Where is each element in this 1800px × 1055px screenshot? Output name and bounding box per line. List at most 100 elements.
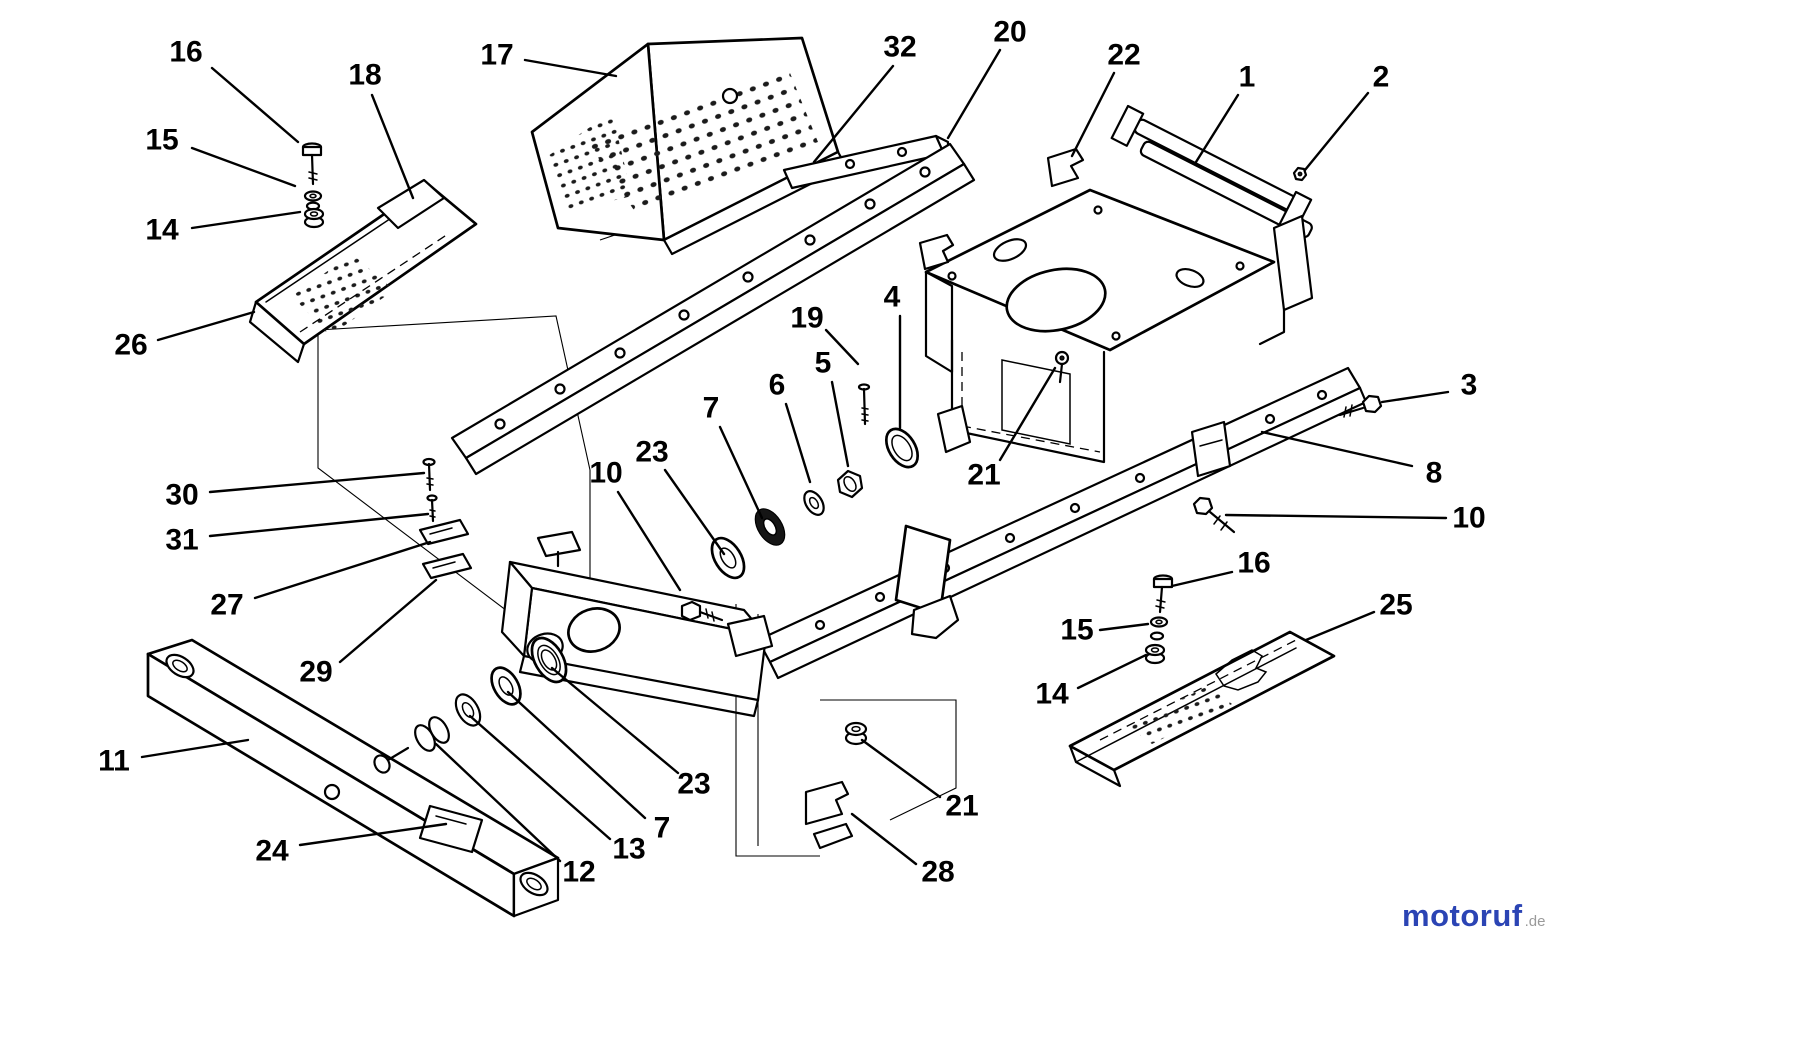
svg-text:23: 23 bbox=[677, 768, 710, 801]
svg-text:18: 18 bbox=[348, 59, 381, 92]
callout-19: 19 bbox=[790, 302, 860, 366]
svg-text:21: 21 bbox=[967, 459, 1000, 492]
callout-25: 25 bbox=[1304, 589, 1413, 642]
svg-text:15: 15 bbox=[1060, 614, 1093, 647]
callout-31: 31 bbox=[165, 512, 430, 557]
callout-24: 24 bbox=[255, 822, 448, 868]
lower-hardware bbox=[804, 721, 868, 850]
svg-text:6: 6 bbox=[769, 369, 786, 402]
front-axle-beam bbox=[146, 638, 560, 918]
callout-10: 10 bbox=[589, 457, 682, 592]
svg-text:4: 4 bbox=[884, 281, 901, 314]
roller-bar bbox=[1139, 140, 1313, 239]
svg-text:7: 7 bbox=[703, 392, 720, 425]
callout-26: 26 bbox=[114, 310, 256, 362]
bearing-stack-lower bbox=[373, 636, 568, 774]
svg-text:28: 28 bbox=[921, 856, 954, 889]
watermark-tld: .de bbox=[1524, 913, 1546, 930]
clip-bracket-22 bbox=[1046, 147, 1085, 188]
svg-text:23: 23 bbox=[635, 436, 668, 469]
bolt-3 bbox=[1361, 394, 1383, 414]
svg-text:3: 3 bbox=[1461, 369, 1478, 402]
watermark-brand[interactable]: motoruf bbox=[1402, 898, 1523, 933]
callout-6: 6 bbox=[769, 369, 812, 484]
callout-21: 21 bbox=[860, 738, 979, 823]
svg-text:32: 32 bbox=[883, 31, 916, 64]
left-side-rail bbox=[450, 142, 976, 476]
svg-text:13: 13 bbox=[612, 833, 645, 866]
svg-text:7: 7 bbox=[654, 812, 671, 845]
clip-brackets bbox=[418, 457, 473, 580]
rail-bracket bbox=[1190, 420, 1232, 478]
svg-text:8: 8 bbox=[1426, 457, 1443, 490]
bearing-stack-upper bbox=[710, 383, 920, 580]
hardware-set-left bbox=[301, 142, 325, 229]
clip-bracket bbox=[918, 233, 955, 271]
watermark-logo[interactable]: motoruf .de bbox=[1402, 898, 1545, 934]
hex-nut-5 bbox=[836, 469, 864, 499]
roller-bar bbox=[1133, 118, 1307, 217]
callout-27: 27 bbox=[210, 540, 432, 622]
svg-text:10: 10 bbox=[1452, 502, 1485, 535]
engine-mount-frame bbox=[918, 104, 1314, 464]
callout-5: 5 bbox=[815, 347, 850, 468]
end-bracket bbox=[726, 614, 774, 658]
callout-18: 18 bbox=[348, 59, 415, 200]
callout-14: 14 bbox=[1035, 653, 1148, 711]
callout-14: 14 bbox=[145, 210, 302, 247]
svg-text:29: 29 bbox=[299, 656, 332, 689]
svg-text:12: 12 bbox=[562, 856, 595, 889]
callout-29: 29 bbox=[299, 578, 438, 689]
callout-32: 32 bbox=[812, 31, 917, 164]
hardware-set-right bbox=[1144, 574, 1174, 665]
clip-29 bbox=[421, 552, 473, 580]
z-bracket-28b bbox=[812, 822, 854, 850]
svg-text:2: 2 bbox=[1373, 61, 1390, 94]
callout-12: 12 bbox=[434, 742, 596, 889]
svg-text:15: 15 bbox=[145, 124, 178, 157]
svg-text:14: 14 bbox=[145, 214, 179, 247]
callout-7: 7 bbox=[506, 690, 671, 845]
callout-4: 4 bbox=[884, 281, 902, 430]
small-bolt bbox=[680, 600, 702, 622]
callout-15: 15 bbox=[145, 124, 297, 188]
svg-text:26: 26 bbox=[114, 329, 147, 362]
clip-27 bbox=[418, 518, 470, 546]
callout-21: 21 bbox=[967, 366, 1057, 492]
svg-text:16: 16 bbox=[169, 36, 202, 69]
callout-22: 22 bbox=[1070, 39, 1141, 158]
callout-30: 30 bbox=[165, 471, 426, 512]
svg-text:19: 19 bbox=[790, 302, 823, 335]
callout-1: 1 bbox=[1194, 61, 1255, 164]
svg-text:30: 30 bbox=[165, 479, 198, 512]
callout-8: 8 bbox=[1260, 430, 1443, 490]
callout-7: 7 bbox=[703, 392, 764, 520]
side-panel-25 bbox=[1068, 630, 1336, 788]
dash-panel bbox=[248, 178, 478, 364]
callout-10: 10 bbox=[1224, 502, 1486, 535]
svg-text:27: 27 bbox=[210, 589, 243, 622]
callout-23: 23 bbox=[635, 436, 726, 556]
svg-text:25: 25 bbox=[1379, 589, 1412, 622]
z-bracket-28 bbox=[804, 780, 850, 826]
svg-text:17: 17 bbox=[480, 39, 513, 72]
callout-17: 17 bbox=[480, 39, 618, 78]
svg-text:24: 24 bbox=[255, 835, 289, 868]
svg-text:16: 16 bbox=[1237, 547, 1270, 580]
callout-2: 2 bbox=[1303, 61, 1390, 172]
callout-13: 13 bbox=[468, 714, 646, 866]
callout-20: 20 bbox=[946, 16, 1027, 140]
bolt-10 bbox=[1192, 496, 1214, 516]
svg-text:22: 22 bbox=[1107, 39, 1140, 72]
callout-3: 3 bbox=[1380, 369, 1478, 404]
loose-bolts bbox=[1192, 166, 1383, 534]
svg-text:10: 10 bbox=[589, 457, 622, 490]
svg-text:5: 5 bbox=[815, 347, 832, 380]
callout-11: 11 bbox=[98, 738, 250, 778]
callout-16: 16 bbox=[1170, 547, 1271, 588]
svg-text:11: 11 bbox=[98, 745, 130, 778]
